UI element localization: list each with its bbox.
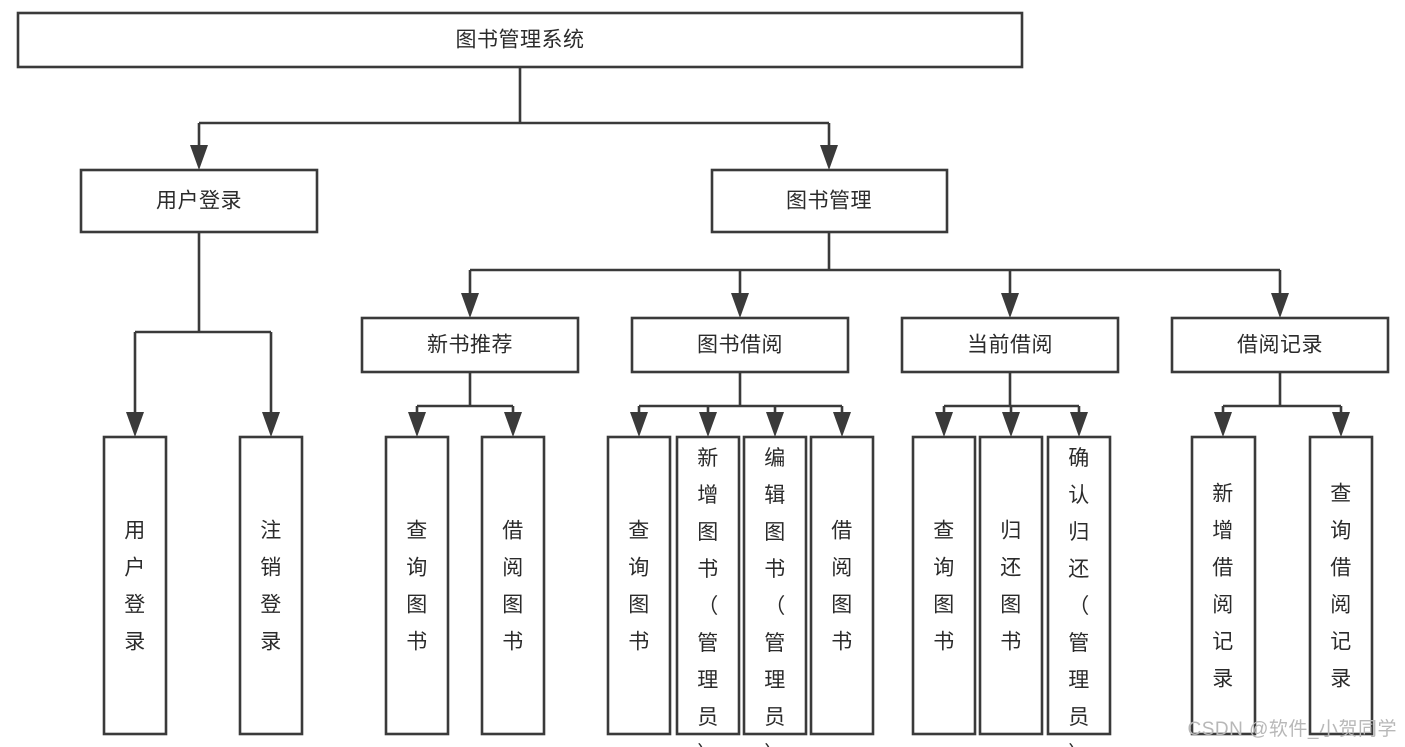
node-leaf-logout[interactable]: 注销登录	[238, 435, 304, 736]
node-book-manage-label: 图书管理	[786, 190, 872, 213]
node-leaf-query-book-2[interactable]: 查询图书	[606, 435, 672, 736]
node-leaf-add-record[interactable]: 新增借阅记录	[1190, 435, 1257, 736]
node-leaf-query-record[interactable]: 查询借阅记录	[1308, 435, 1374, 736]
node-leaf-query-book-3[interactable]: 查询图书	[911, 435, 977, 736]
node-leaf-add-book[interactable]: 新增图书（管理员）	[675, 435, 741, 747]
node-user-login-label: 用户登录	[156, 190, 242, 213]
node-current-borrow[interactable]: 当前借阅	[900, 316, 1120, 374]
node-leaf-add-record-box[interactable]	[1190, 435, 1257, 736]
node-leaf-return-book-label: 归还图书	[1000, 520, 1022, 654]
node-leaf-query-record-label: 查询借阅记录	[1330, 483, 1352, 691]
node-root-box[interactable]	[16, 11, 1024, 69]
node-current-borrow-box[interactable]	[900, 316, 1120, 374]
node-leaf-borrow-book-2-box[interactable]	[809, 435, 875, 736]
arrow-head-new-book-rec	[461, 293, 479, 318]
node-leaf-confirm-return[interactable]: 确认归还（管理员）	[1046, 435, 1112, 747]
node-leaf-edit-book-label: 编辑图书（管理员）	[764, 447, 786, 747]
node-leaf-query-book-1[interactable]: 查询图书	[384, 435, 450, 736]
arrow-head-book-borrow	[731, 293, 749, 318]
connectors-layer	[126, 67, 1350, 437]
node-leaf-logout-label: 注销登录	[260, 520, 282, 654]
node-root[interactable]: 图书管理系统	[16, 11, 1024, 69]
node-leaf-logout-box[interactable]	[238, 435, 304, 736]
node-leaf-borrow-book-2[interactable]: 借阅图书	[809, 435, 875, 736]
node-leaf-borrow-book-2-label: 借阅图书	[831, 520, 853, 654]
node-new-book-rec-label: 新书推荐	[427, 334, 513, 357]
node-leaf-return-book[interactable]: 归还图书	[978, 435, 1044, 736]
node-new-book-rec-box[interactable]	[360, 316, 580, 374]
arrow-head-leaf-query-book-2	[630, 412, 648, 437]
node-borrow-record-box[interactable]	[1170, 316, 1390, 374]
node-current-borrow-label: 当前借阅	[967, 334, 1053, 357]
node-leaf-borrow-book-1-box[interactable]	[480, 435, 546, 736]
node-leaf-query-book-2-label: 查询图书	[628, 520, 650, 654]
node-leaf-user-login-label: 用户登录	[124, 520, 146, 654]
node-leaf-add-book-box[interactable]	[675, 435, 741, 736]
arrow-head-leaf-query-book-1	[408, 412, 426, 437]
arrow-head-leaf-add-record	[1214, 412, 1232, 437]
arrow-head-leaf-query-record	[1332, 412, 1350, 437]
node-leaf-user-login-box[interactable]	[102, 435, 168, 736]
arrow-head-leaf-return-book	[1002, 412, 1020, 437]
arrow-head-borrow-record	[1271, 293, 1289, 318]
node-leaf-query-book-3-label: 查询图书	[933, 520, 955, 654]
node-leaf-add-book-label: 新增图书（管理员）	[697, 447, 719, 747]
arrow-head-leaf-borrow-book-2	[833, 412, 851, 437]
node-leaf-query-book-1-label: 查询图书	[406, 520, 428, 654]
arrow-head-leaf-add-book	[699, 412, 717, 437]
node-leaf-user-login[interactable]: 用户登录	[102, 435, 168, 736]
node-book-manage[interactable]: 图书管理	[710, 168, 949, 234]
node-new-book-rec[interactable]: 新书推荐	[360, 316, 580, 374]
node-leaf-query-book-1-box[interactable]	[384, 435, 450, 736]
node-borrow-record[interactable]: 借阅记录	[1170, 316, 1390, 374]
node-leaf-confirm-return-label: 确认归还（管理员）	[1068, 447, 1090, 747]
arrow-head-leaf-confirm-return	[1070, 412, 1088, 437]
node-user-login[interactable]: 用户登录	[79, 168, 319, 234]
arrow-head-leaf-logout	[262, 412, 280, 437]
arrow-head-leaf-borrow-book-1	[504, 412, 522, 437]
node-book-borrow[interactable]: 图书借阅	[630, 316, 850, 374]
node-book-manage-box[interactable]	[710, 168, 949, 234]
node-leaf-edit-book-box[interactable]	[742, 435, 808, 736]
arrow-head-leaf-user-login	[126, 412, 144, 437]
node-leaf-query-book-3-box[interactable]	[911, 435, 977, 736]
node-leaf-confirm-return-box[interactable]	[1046, 435, 1112, 736]
node-leaf-query-book-2-box[interactable]	[606, 435, 672, 736]
arrow-head-leaf-query-book-3	[935, 412, 953, 437]
node-leaf-borrow-book-1[interactable]: 借阅图书	[480, 435, 546, 736]
node-borrow-record-label: 借阅记录	[1237, 334, 1323, 357]
node-root-label: 图书管理系统	[456, 29, 585, 52]
node-leaf-return-book-box[interactable]	[978, 435, 1044, 736]
node-book-borrow-label: 图书借阅	[697, 334, 783, 357]
node-book-borrow-box[interactable]	[630, 316, 850, 374]
node-leaf-borrow-book-1-label: 借阅图书	[502, 520, 524, 654]
node-leaf-query-record-box[interactable]	[1308, 435, 1374, 736]
node-leaf-edit-book[interactable]: 编辑图书（管理员）	[742, 435, 808, 747]
arrow-head-user-login	[190, 145, 208, 170]
arrow-head-book-manage	[820, 145, 838, 170]
node-user-login-box[interactable]	[79, 168, 319, 234]
node-leaf-add-record-label: 新增借阅记录	[1212, 483, 1234, 691]
arrow-head-current-borrow	[1001, 293, 1019, 318]
arrow-head-leaf-edit-book	[766, 412, 784, 437]
